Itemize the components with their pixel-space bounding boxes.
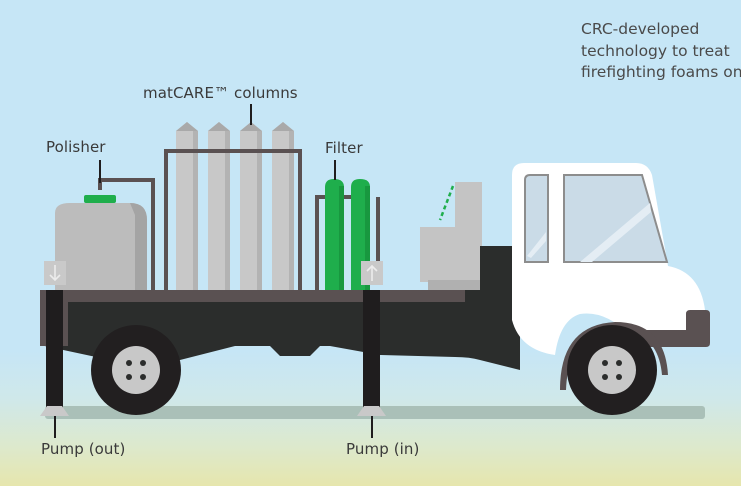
column bbox=[176, 122, 198, 292]
caption: CRC-developed technology to treat firefi… bbox=[581, 19, 741, 84]
column-manifold bbox=[166, 149, 300, 153]
rear-wheel bbox=[91, 325, 181, 415]
label-pump-out: Pump (out) bbox=[41, 440, 126, 458]
arrow-up-icon bbox=[366, 264, 378, 281]
pump-out-leg bbox=[40, 290, 69, 416]
column bbox=[240, 122, 262, 292]
label-polisher: Polisher bbox=[46, 138, 106, 156]
caption-line: technology to treat bbox=[581, 41, 730, 60]
pump-in-leg bbox=[357, 290, 386, 416]
column bbox=[272, 122, 294, 292]
label-pump-in: Pump (in) bbox=[346, 440, 420, 458]
caption-line: firefighting foams on s bbox=[581, 63, 741, 81]
caption-line: CRC-developed bbox=[581, 20, 700, 38]
polisher-cap bbox=[84, 195, 116, 203]
engine-box bbox=[420, 182, 482, 292]
polisher-tank bbox=[55, 195, 147, 292]
arrow-down-icon bbox=[49, 265, 61, 282]
front-wheel bbox=[567, 325, 657, 415]
truck-cab bbox=[512, 163, 710, 390]
exhaust-dash bbox=[438, 185, 455, 221]
label-matcare-columns: matCARE™ columns bbox=[143, 84, 298, 102]
column bbox=[208, 122, 230, 292]
label-filter: Filter bbox=[325, 139, 363, 157]
pump-out-box bbox=[44, 261, 66, 285]
filters bbox=[325, 179, 370, 292]
leader-lines bbox=[54, 104, 373, 438]
front-window bbox=[563, 174, 669, 263]
pump-in-box bbox=[361, 261, 383, 285]
matcare-columns bbox=[166, 122, 300, 292]
deck bbox=[40, 290, 465, 302]
